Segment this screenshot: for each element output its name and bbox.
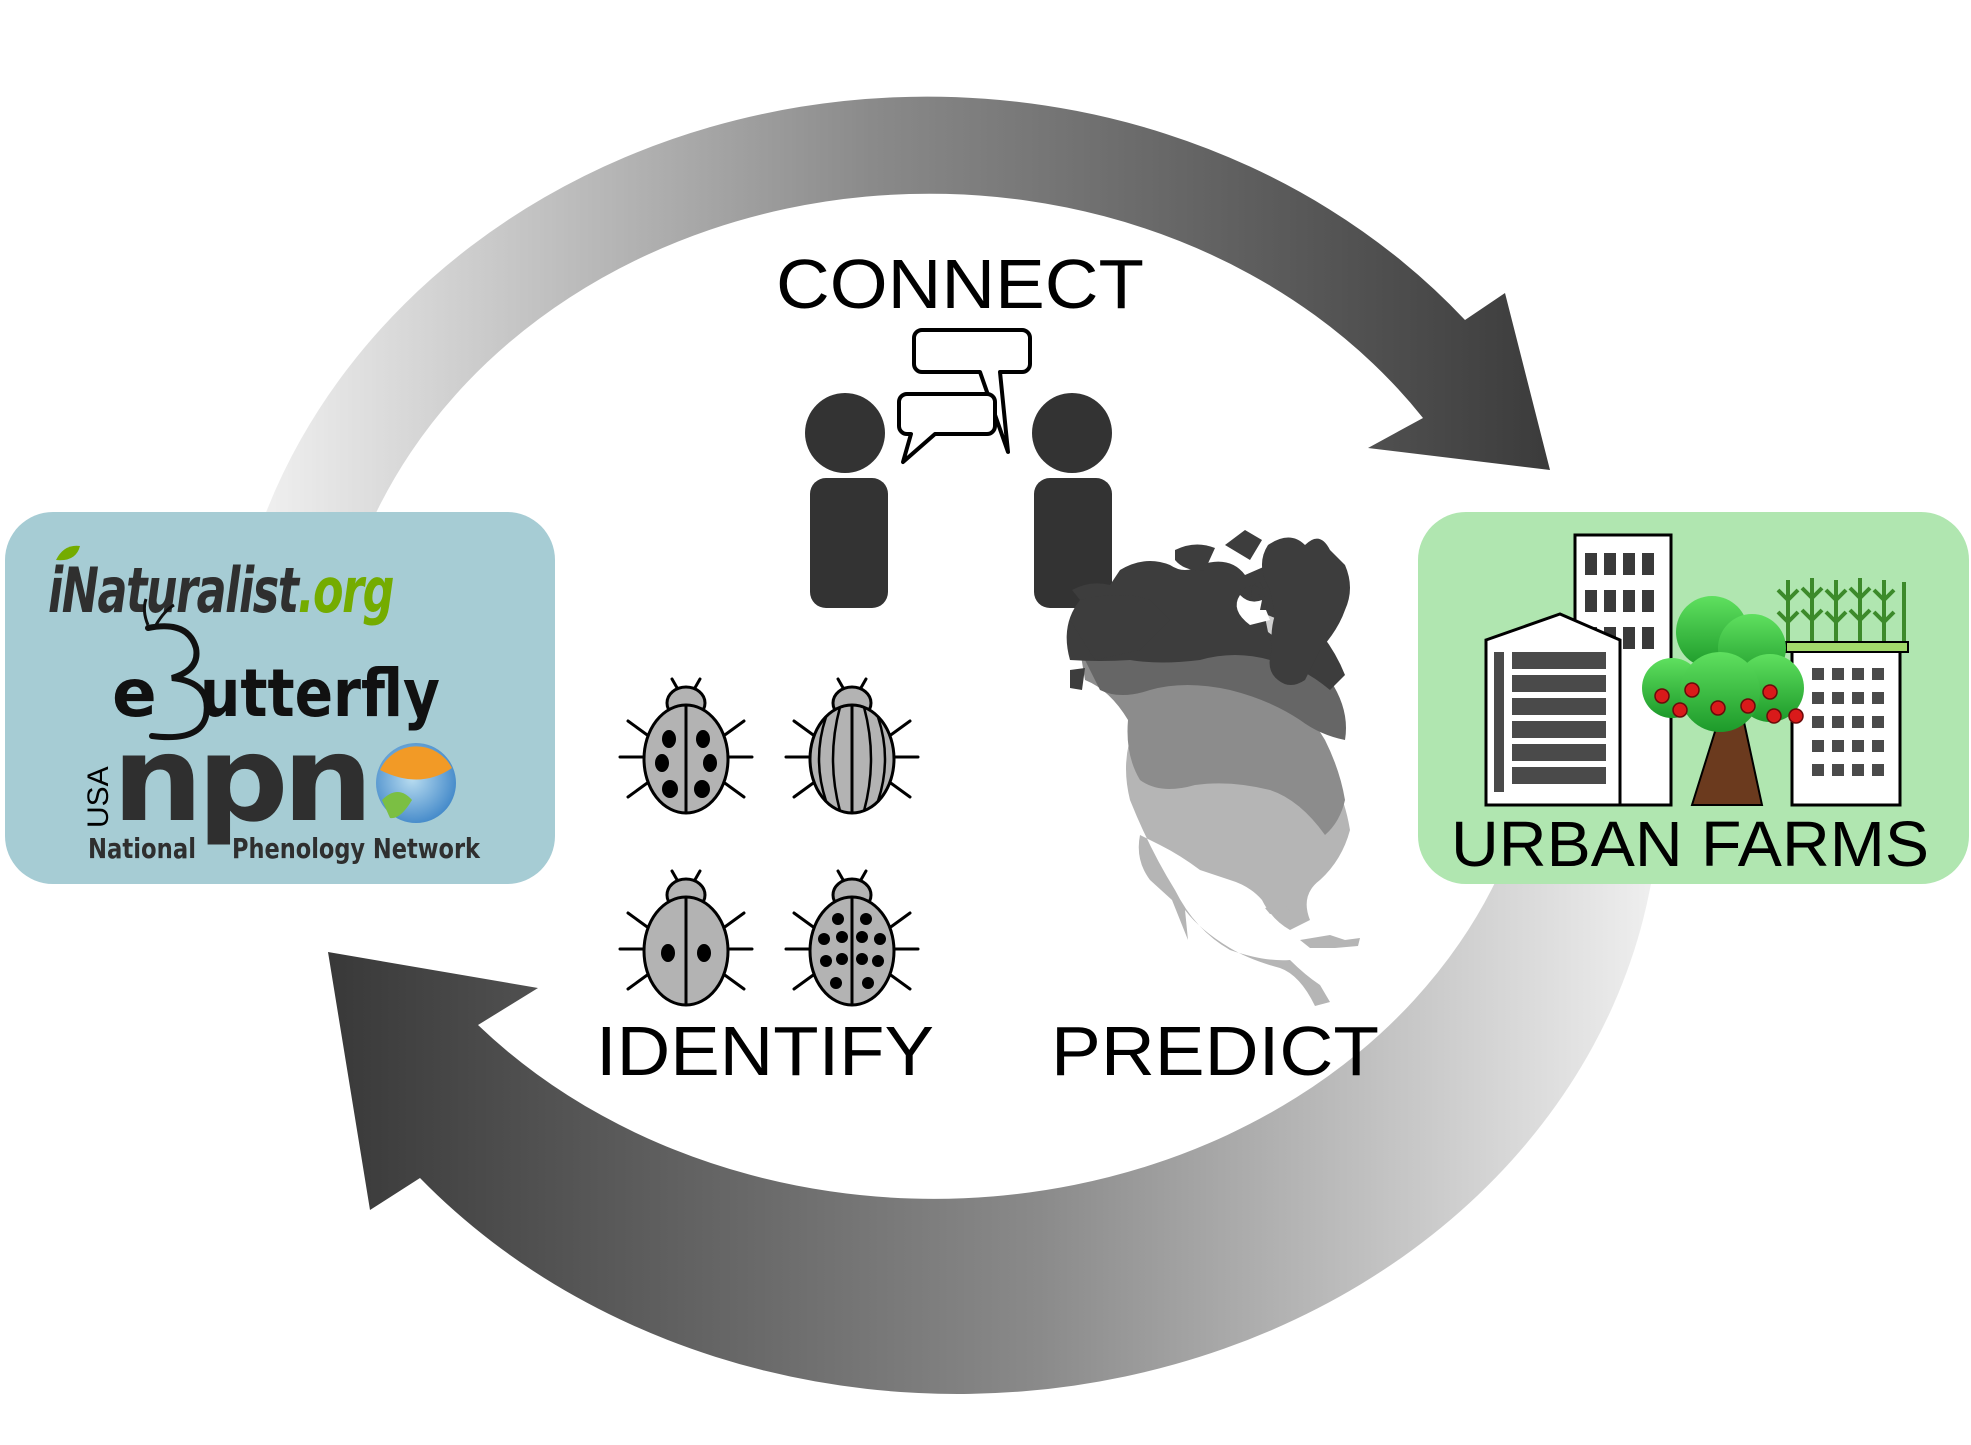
ebutterfly-prefix-text: e bbox=[112, 655, 157, 732]
predict-label: PREDICT bbox=[1051, 1012, 1379, 1090]
ebutterfly-logo[interactable]: e utterfly bbox=[112, 598, 440, 741]
identify-label: IDENTIFY bbox=[596, 1012, 934, 1090]
urban-farms-title: URBAN FARMS bbox=[1451, 808, 1929, 880]
cycle-arrow-top bbox=[265, 96, 1550, 515]
urban-farms-panel: URBAN FARMS bbox=[1418, 512, 1969, 884]
rooftop-crops-icon bbox=[1776, 578, 1906, 642]
npn-letters-text: npn bbox=[112, 710, 367, 848]
svg-text:utterfly: utterfly bbox=[200, 655, 440, 732]
connect-label: CONNECT bbox=[776, 245, 1144, 323]
beetle-two-spot-icon bbox=[618, 869, 754, 1007]
speech-bubbles-icon bbox=[897, 328, 1032, 464]
greenland-icon bbox=[1261, 537, 1350, 685]
person-left-icon bbox=[805, 393, 888, 608]
inaturalist-suffix-text: .org bbox=[298, 554, 394, 627]
ebutterfly-rest-text: utterfly bbox=[200, 655, 440, 732]
beetle-icons bbox=[618, 677, 920, 1007]
inaturalist-leaf-icon bbox=[56, 545, 80, 561]
urban-farm-city-icon bbox=[1484, 533, 1909, 807]
svg-text:e: e bbox=[112, 655, 157, 732]
inaturalist-main-text: iNaturalist bbox=[48, 554, 301, 627]
butterfly-antenna-icon bbox=[142, 598, 175, 626]
butterfly-wing-icon bbox=[145, 623, 210, 741]
npn-national-text: National bbox=[88, 832, 196, 865]
citizen-science-panel: iNaturalist.org e utterfly USA npn Na bbox=[5, 512, 555, 884]
apple-tree-icon bbox=[1642, 596, 1804, 806]
npn-phenology-network-text: Phenology Network bbox=[232, 832, 481, 865]
beetle-many-spots-icon bbox=[784, 869, 920, 1007]
npn-usa-text: USA bbox=[82, 766, 115, 828]
svg-text:iNaturalist.org: iNaturalist.org bbox=[48, 554, 393, 627]
npn-globe-icon bbox=[376, 743, 456, 823]
usa-npn-logo[interactable]: USA npn National Phenology Network bbox=[82, 710, 481, 865]
person-right-icon bbox=[1032, 393, 1112, 608]
beetle-spotted-large-icon bbox=[618, 677, 754, 815]
inaturalist-logo[interactable]: iNaturalist.org bbox=[48, 545, 395, 627]
beetle-striped-icon bbox=[784, 677, 920, 815]
cycle-arrow-bottom bbox=[328, 815, 1658, 1394]
north-america-map-icon bbox=[1066, 530, 1360, 1006]
two-people-conversation-icon bbox=[805, 328, 1112, 608]
